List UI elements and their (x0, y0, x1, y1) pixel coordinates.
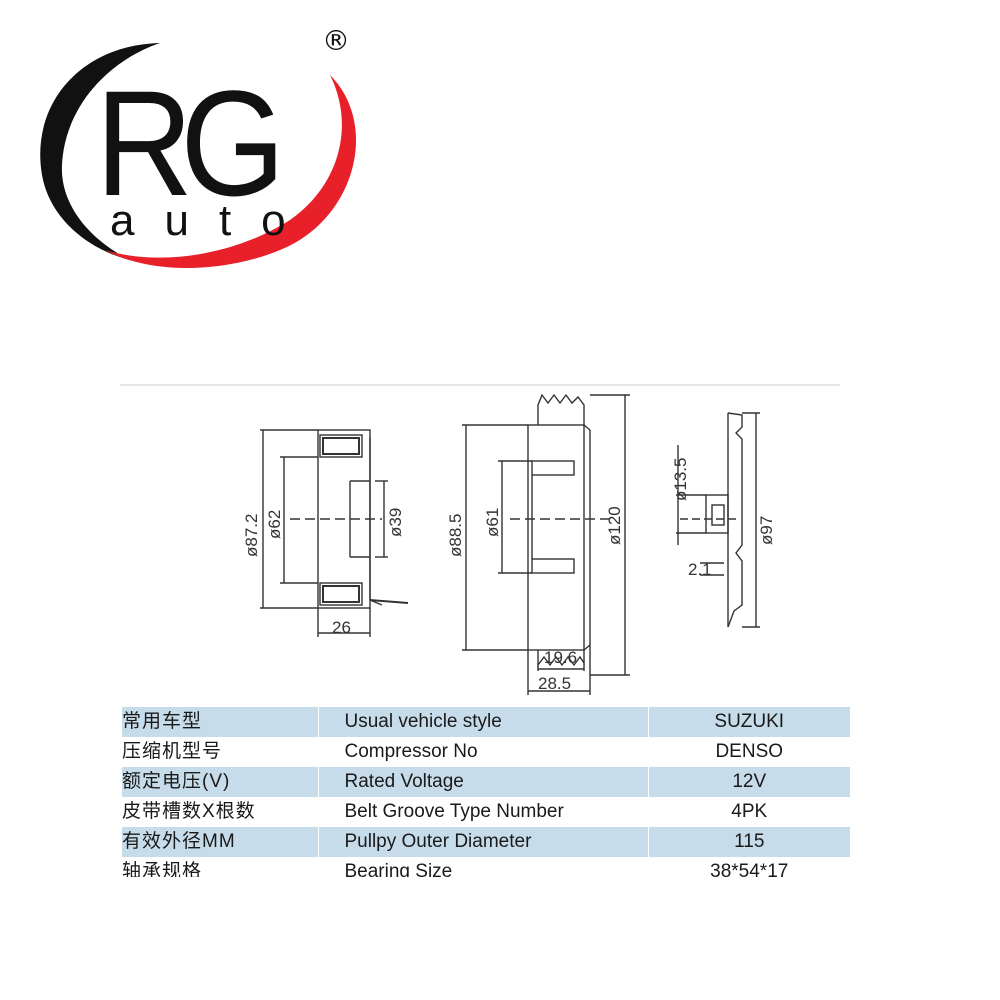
dim-label-d13: ø13.5 (671, 458, 690, 501)
spec-en: Usual vehicle style (317, 707, 648, 737)
pulley-view (462, 393, 630, 695)
spec-value: 115 (647, 827, 850, 857)
dim-label-d39: ø39 (386, 508, 405, 537)
dim-label-w19: 19.6 (544, 648, 577, 667)
armature-view (676, 412, 760, 628)
spec-en: Rated Voltage (317, 767, 648, 797)
spec-value: 4PK (647, 797, 850, 827)
dim-label-w28: 28.5 (538, 674, 571, 693)
spec-en: Compressor No (317, 737, 648, 767)
spec-value: DENSO (647, 737, 850, 767)
technical-drawing: ø87.2 ø62 ø39 26 ø88.5 ø61 ø120 19.6 28.… (120, 375, 850, 705)
coil-view (260, 429, 409, 637)
dim-label-d87: ø87.2 (242, 514, 261, 557)
spec-row: 压缩机型号 Compressor No DENSO (122, 737, 850, 767)
spec-row: 额定电压(V) Rated Voltage 12V (122, 767, 850, 797)
spec-value: 12V (647, 767, 850, 797)
spec-row: 轴承规格 Bearing Size 38*54*17 (122, 857, 850, 877)
spec-value: 38*54*17 (647, 857, 850, 877)
spec-row: 常用车型 Usual vehicle style SUZUKI (122, 707, 850, 737)
spec-cn: 额定电压(V) (122, 767, 318, 797)
logo-letters: RG (96, 60, 276, 227)
spec-row: 皮带槽数X根数 Belt Groove Type Number 4PK (122, 797, 850, 827)
spec-cn: 压缩机型号 (122, 737, 318, 767)
spec-cn: 有效外径MM (122, 827, 318, 857)
spec-table-wrapper: 常用车型 Usual vehicle style SUZUKI 压缩机型号 Co… (122, 707, 850, 877)
spec-en: Bearing Size (317, 857, 648, 877)
dim-label-d97: ø97 (757, 516, 776, 545)
spec-en: Pullpy Outer Diameter (317, 827, 648, 857)
dim-label-w26: 26 (332, 618, 351, 637)
dim-label-d61: ø61 (483, 508, 502, 537)
spec-cn: 常用车型 (122, 707, 318, 737)
spec-row: 有效外径MM Pullpy Outer Diameter 115 (122, 827, 850, 857)
spec-value: SUZUKI (647, 707, 850, 737)
logo-tagline: auto (110, 196, 316, 245)
dim-label-d120: ø120 (605, 506, 624, 545)
dim-label-w21: 2.1 (688, 560, 712, 579)
spec-en: Belt Groove Type Number (317, 797, 648, 827)
spec-cn: 轴承规格 (122, 857, 318, 877)
dim-label-d88: ø88.5 (446, 514, 465, 557)
registered-mark-icon: ® (322, 24, 350, 57)
rg-auto-logo: RG auto ® (10, 5, 370, 295)
spec-cn: 皮带槽数X根数 (122, 797, 318, 827)
spec-table: 常用车型 Usual vehicle style SUZUKI 压缩机型号 Co… (122, 707, 850, 877)
dim-label-d62: ø62 (265, 510, 284, 539)
